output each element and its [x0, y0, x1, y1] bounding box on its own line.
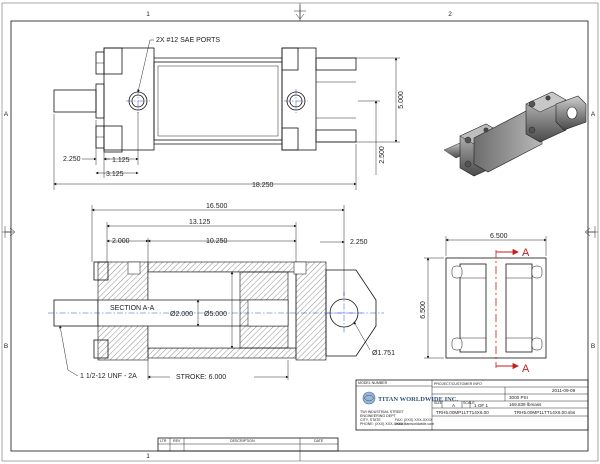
- dim-rod-extension: 2.250: [63, 156, 81, 163]
- scale-label: SCALE: [463, 401, 475, 405]
- dim-stroke: STROKE: 6.000: [176, 374, 226, 381]
- revision-header-description: DESCRIPTION: [230, 439, 255, 443]
- rated-pressure: 3000 PSI: [509, 395, 528, 400]
- company-address-1: TWI INDUSTRIAL STREET: [360, 410, 405, 414]
- zone-label-a-left: A: [4, 111, 9, 118]
- dim-end-height: 6.500: [420, 301, 427, 319]
- isometric-view: [443, 91, 587, 177]
- centering-mark-top: [294, 5, 306, 20]
- sheet-size: A: [452, 403, 456, 408]
- model-number-label: MODEL NUMBER: [358, 381, 388, 385]
- dim-clevis-offset: 2.250: [350, 239, 368, 246]
- zone-label-1-bottom: 1: [146, 453, 150, 460]
- centering-mark-right: [584, 226, 596, 238]
- company-name: TITAN WORLDWIDE INC.: [378, 396, 458, 403]
- company-address-3: CITY, STATE: [360, 418, 381, 422]
- section-label: SECTION A-A: [110, 305, 155, 312]
- size-label: SIZE: [434, 401, 443, 405]
- revision-header-date: DATE: [314, 439, 324, 443]
- drawing-date: 2011-09-09: [552, 388, 576, 393]
- dim-port-offset: 1.125: [112, 157, 130, 164]
- dim-left-offset: 2.000: [112, 238, 130, 245]
- ports-callout: 2X #12 SAE PORTS: [156, 37, 220, 44]
- section-mark-bottom: A: [522, 363, 530, 375]
- company-address-2: ENGINEERING DEPT: [360, 414, 397, 418]
- project-label: PROJECT/CUSTOMER INFO: [434, 382, 482, 386]
- dim-section-overall: 16.500: [206, 203, 228, 210]
- company-address-5: FAX: (XXX) XXX-XXXX: [395, 418, 433, 422]
- zone-label-b-right: B: [591, 343, 595, 350]
- top-view: 2X #12 SAE PORTS 5.000 2.500 2.250 1.125…: [53, 37, 405, 190]
- dim-mount-offset: 3.125: [106, 171, 124, 178]
- centering-mark-left: [4, 226, 16, 238]
- dim-bore-length: 10.250: [206, 238, 228, 245]
- company-logo: [362, 391, 376, 405]
- dim-rod-dia: Ø2.000: [170, 311, 193, 318]
- part-number: TRH5.00MP1LTT14X6.00: [436, 410, 489, 415]
- thread-callout: 1 1/2-12 UNF - 2A: [80, 373, 137, 380]
- dim-overall-length: 18.250: [252, 182, 274, 189]
- dim-body: 13.125: [189, 219, 211, 226]
- zone-label-a-right: A: [591, 111, 596, 118]
- file-name: TRH5.00MP1LTT14X6.00.sbs: [514, 410, 576, 415]
- company-address-6: www.titanworldwide.com: [395, 422, 434, 426]
- company-address-4: PHONE: (XXX) XXX-XXXX: [360, 422, 404, 426]
- end-view: A A 6.500 6.500: [420, 233, 547, 375]
- revision-header-rev: REV: [173, 439, 181, 443]
- dim-height: 5.000: [398, 91, 405, 109]
- dim-bore-dia: Ø5.000: [204, 311, 227, 318]
- dim-end-width: 6.500: [490, 233, 508, 240]
- weight: 169.839 lbmass: [509, 402, 542, 407]
- revision-block: LTR REV DESCRIPTION DATE: [157, 437, 339, 452]
- dim-rod-height: 2.500: [379, 146, 386, 164]
- title-block: MODEL NUMBER TITAN WORLDWIDE INC. TWI IN…: [355, 379, 589, 431]
- dim-pin-dia: Ø1.751: [372, 350, 395, 357]
- sheet-number: 1 OF 1: [474, 403, 488, 408]
- section-mark-top: A: [522, 247, 530, 259]
- section-view: SECTION A-A Ø2.000 Ø5.000 16.500 13.125 …: [48, 203, 395, 381]
- revision-header-ltr: LTR: [160, 439, 167, 443]
- zone-label-2-top: 2: [448, 11, 452, 18]
- zone-label-1-top: 1: [146, 11, 150, 18]
- zone-label-b-left: B: [4, 343, 8, 350]
